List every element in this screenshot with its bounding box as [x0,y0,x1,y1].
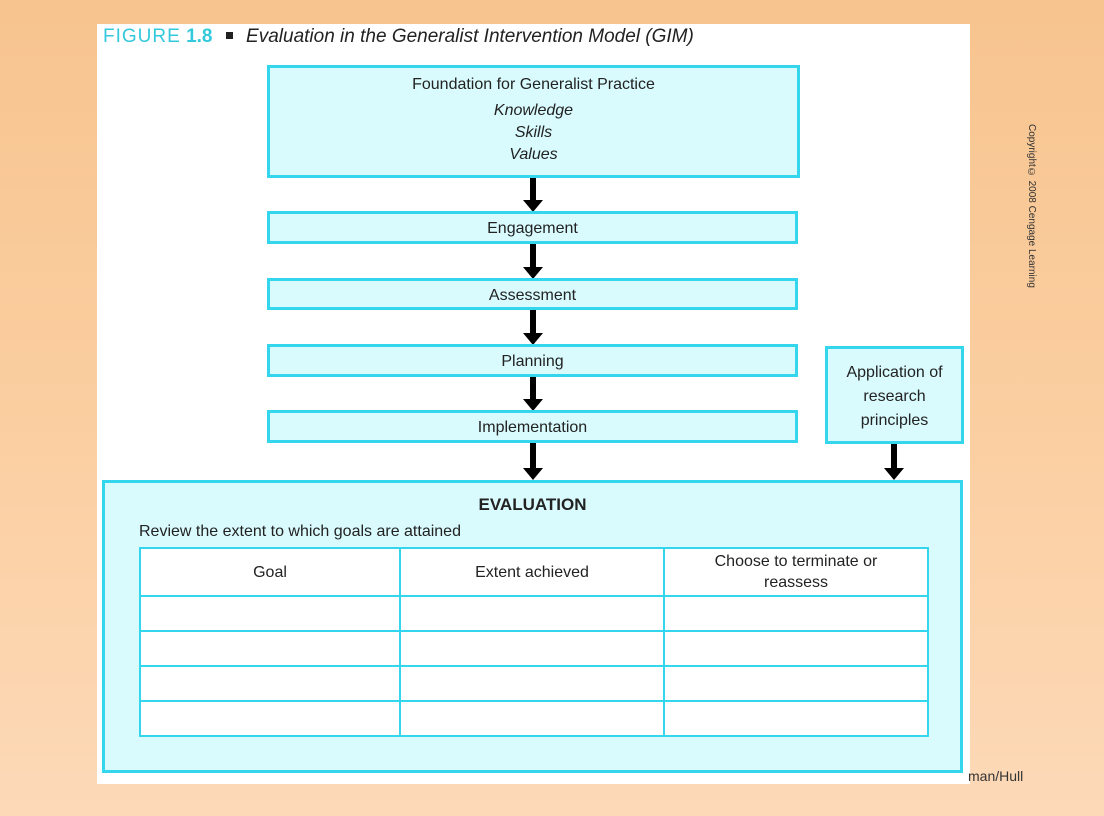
copyright-notice: Copyright© 2008 Cengage Learning [1026,124,1037,288]
step-assessment: Assessment [267,278,798,310]
evaluation-box: EVALUATION Review the extent to which go… [102,480,963,773]
foundation-item-skills: Skills [514,124,553,141]
evaluation-title: EVALUATION [478,495,587,514]
figure-caption: Evaluation in the Generalist Interventio… [246,26,694,47]
step-label: Planning [501,353,564,370]
step-planning: Planning [267,344,798,377]
evaluation-subtitle: Review the extent to which goals are att… [139,523,461,540]
step-label: Implementation [477,419,588,436]
column-header-terminate: Choose to terminate or reassess [663,547,929,597]
table-row [138,595,929,632]
foundation-item-knowledge: Knowledge [493,102,574,119]
table-header-row: Goal Extent achieved Choose to terminate… [138,547,929,597]
column-header-extent: Extent achieved [399,547,665,597]
figure-label: FIGURE [103,26,181,47]
arrow-down-icon [523,244,543,279]
foundation-item-values: Values [509,146,558,163]
arrow-down-icon [884,444,904,480]
figure-title: FIGURE 1.8 Evaluation in the Generalist … [103,26,694,48]
arrow-down-icon [523,310,543,345]
research-line: Application of [846,364,943,381]
goals-table: Goal Extent achieved Choose to terminate… [138,547,929,737]
table-row [138,700,929,737]
arrow-down-icon [523,377,543,411]
arrow-down-icon [523,443,543,480]
column-header-goal: Goal [138,547,402,597]
table-row [138,630,929,667]
research-line: research [863,388,926,405]
step-label: Engagement [487,220,578,237]
foundation-box: Foundation for Generalist Practice Knowl… [267,65,800,178]
figure-panel: FIGURE 1.8 Evaluation in the Generalist … [97,24,1037,784]
research-line: principles [860,412,929,429]
step-engagement: Engagement [267,211,798,244]
figure-number: 1.8 [186,26,213,47]
foundation-title: Foundation for Generalist Practice [412,76,655,93]
table-row [138,665,929,702]
research-principles-box: Application of research principles [825,346,964,444]
slide-footer: man/Hull [968,768,1024,784]
bullet-icon [225,31,233,39]
arrow-down-icon [523,178,543,212]
step-label: Assessment [488,287,577,304]
step-implementation: Implementation [267,410,798,443]
